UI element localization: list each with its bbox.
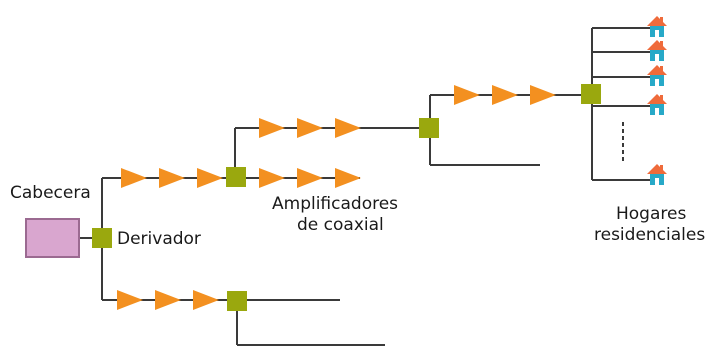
- tap-square-icon: [226, 167, 246, 187]
- house-icon: [647, 65, 667, 86]
- amplifier-triangle-icon: [454, 85, 480, 105]
- homes-label-line2: residenciales: [594, 225, 705, 245]
- headend-box-icon: [25, 218, 80, 258]
- amplifiers-label-line1: Amplificadores: [272, 194, 398, 214]
- house-icon: [647, 16, 667, 37]
- homes-label-line1: Hogares: [616, 204, 686, 224]
- amplifier-triangle-icon: [297, 168, 323, 188]
- tap-square-icon: [92, 228, 112, 248]
- amplifier-triangle-icon: [259, 118, 285, 138]
- house-icon: [647, 40, 667, 61]
- amplifier-triangle-icon: [335, 118, 361, 138]
- amplifier-triangle-icon: [159, 168, 185, 188]
- amplifier-triangle-icon: [197, 168, 223, 188]
- amplifier-triangle-icon: [297, 118, 323, 138]
- amplifiers-label-line2: de coaxial: [297, 215, 384, 235]
- amplifier-triangle-icon: [155, 290, 181, 310]
- amplifier-triangle-icon: [121, 168, 147, 188]
- homes: [647, 16, 667, 185]
- house-icon: [647, 94, 667, 115]
- amplifier-triangle-icon: [335, 168, 361, 188]
- amplifier-triangle-icon: [117, 290, 143, 310]
- amplifier-triangle-icon: [492, 85, 518, 105]
- taps: [92, 84, 601, 311]
- headend-label: Cabecera: [10, 183, 91, 203]
- house-icon: [647, 164, 667, 185]
- tap-label: Derivador: [117, 229, 201, 249]
- amplifier-triangle-icon: [530, 85, 556, 105]
- amplifier-triangle-icon: [193, 290, 219, 310]
- tap-square-icon: [419, 118, 439, 138]
- tap-square-icon: [227, 291, 247, 311]
- amplifiers: [117, 85, 556, 310]
- amplifier-triangle-icon: [259, 168, 285, 188]
- tap-square-icon: [581, 84, 601, 104]
